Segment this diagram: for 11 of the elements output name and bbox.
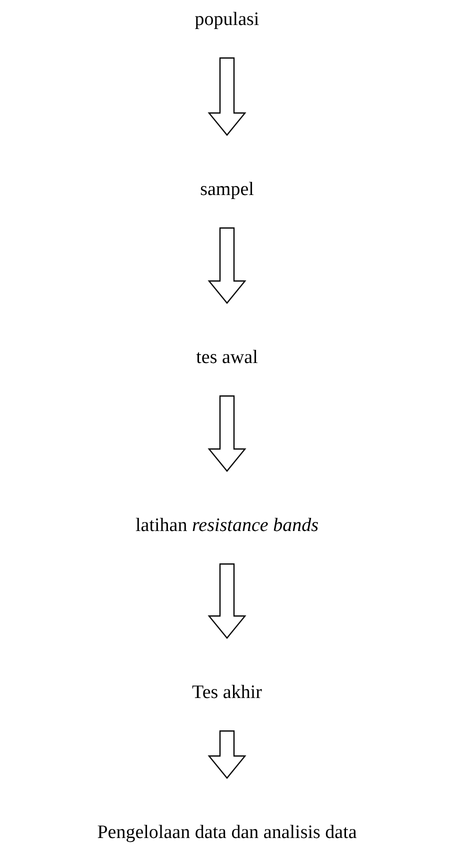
block-arrow <box>208 563 246 639</box>
step-label: Pengelolaan data dan analisis data <box>97 822 357 844</box>
block-arrow <box>208 57 246 136</box>
block-arrow <box>208 227 246 304</box>
step-label: tes awal <box>196 347 258 369</box>
step-label: latihan resistance bands <box>136 515 318 537</box>
block-arrow <box>208 395 246 472</box>
step-label: Tes akhir <box>192 682 262 704</box>
block-arrow <box>208 730 246 779</box>
step-label: sampel <box>200 179 254 201</box>
step-label: populasi <box>194 9 260 31</box>
